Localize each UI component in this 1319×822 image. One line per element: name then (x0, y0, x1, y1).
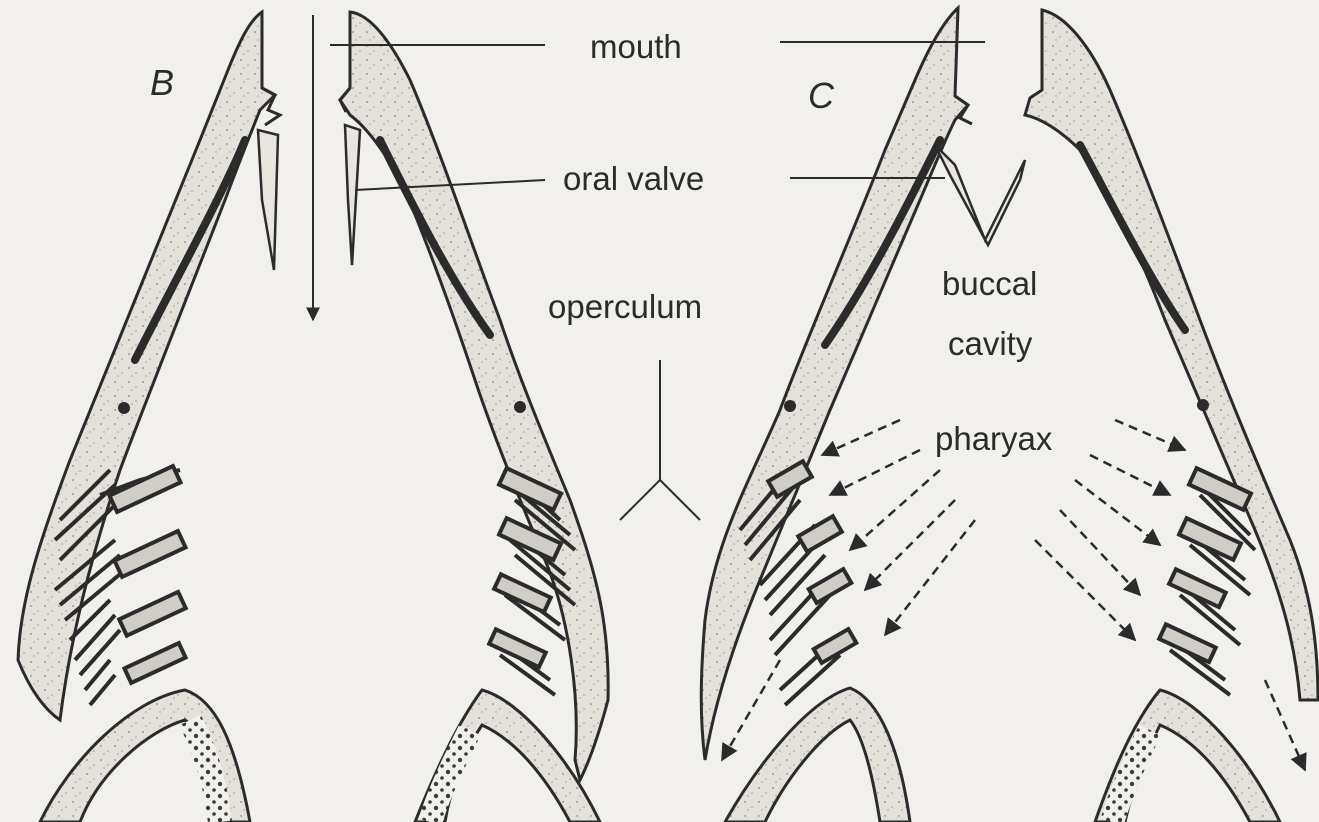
panel-c-oral-valve (935, 145, 1025, 245)
panel-letter-c: C (808, 75, 835, 116)
panel-b-right-jaw (340, 12, 608, 780)
panel-b-oral-valve-left (258, 130, 278, 270)
panel-letter-b: B (150, 62, 174, 103)
panel-c-hyoid-left (725, 688, 910, 822)
label-cavity: cavity (948, 325, 1033, 362)
label-pharynx: pharyax (935, 420, 1053, 457)
panel-c-gills-right (1159, 468, 1255, 695)
operculum-leader (620, 360, 700, 520)
panel-c-right-jaw (1025, 10, 1318, 700)
panel-b-oral-valve-right (345, 125, 360, 265)
label-mouth: mouth (590, 28, 682, 65)
label-oral-valve: oral valve (563, 160, 704, 197)
panel-b: B (18, 12, 608, 822)
label-operculum: operculum (548, 288, 702, 325)
panel-c: C (701, 8, 1318, 822)
label-buccal: buccal (942, 265, 1037, 302)
